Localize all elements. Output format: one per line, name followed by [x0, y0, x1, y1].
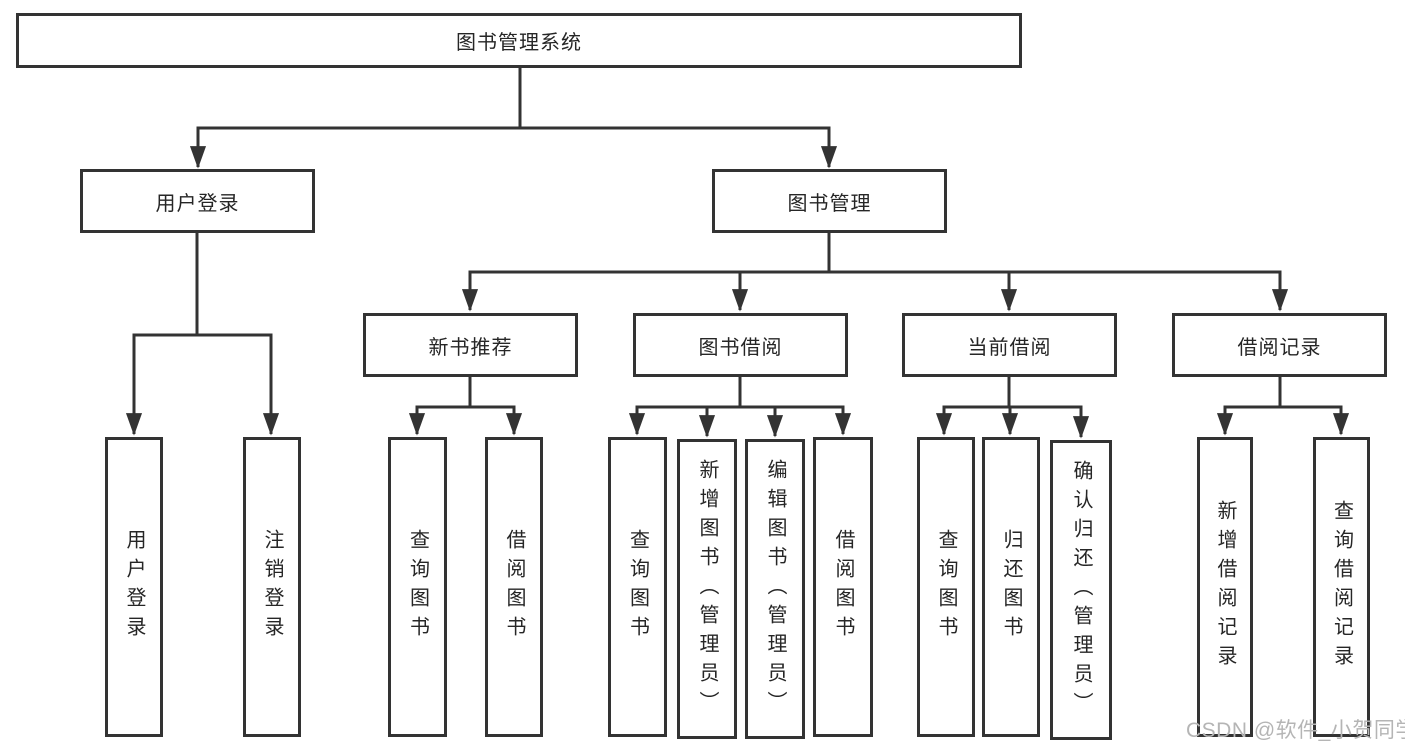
leaf-records-add-borrow-record: 新增借阅记录: [1197, 437, 1253, 737]
node-label: 新增借阅记录: [1214, 500, 1236, 674]
leaf-user-login: 用户登录: [105, 437, 163, 737]
node-label: 图书借阅: [698, 336, 783, 359]
node-label: 查询借阅记录: [1330, 500, 1353, 674]
node-label: 确认归还（管理员）: [1070, 459, 1092, 721]
leaf-borrowing-edit-books-admin: 编辑图书（管理员）: [745, 439, 805, 739]
connector-borrowing-to-leaves: [628, 375, 852, 438]
node-label: 当前借阅: [967, 336, 1052, 359]
csdn-watermark: CSDN @软件_小贺同学: [1186, 719, 1405, 742]
leaf-current-confirm-return-admin: 确认归还（管理员）: [1050, 440, 1112, 740]
leaf-current-query-books: 查询图书: [917, 437, 975, 737]
node-borrowing-records: 借阅记录: [1172, 313, 1387, 377]
leaf-newbooks-query-books: 查询图书: [388, 437, 447, 737]
connector-root-to-level2: [189, 66, 838, 169]
node-label: 用户登录: [123, 529, 145, 645]
connector-userlogin-to-leaves: [125, 231, 280, 436]
node-label: 查询图书: [626, 529, 649, 645]
leaf-current-return-books: 归还图书: [982, 437, 1040, 737]
node-label: 借阅图书: [832, 529, 854, 645]
node-current-borrowing: 当前借阅: [902, 313, 1117, 377]
connector-records-to-leaves: [1216, 375, 1350, 436]
node-label: 查询图书: [935, 529, 957, 645]
node-library-management-system: 图书管理系统: [16, 13, 1022, 68]
node-label: 编辑图书（管理员）: [764, 458, 786, 720]
node-label: 借阅图书: [503, 529, 525, 645]
node-label: 图书管理: [787, 192, 872, 215]
node-label: 用户登录: [155, 192, 240, 215]
node-label: 注销登录: [261, 529, 283, 645]
leaf-borrowing-borrow-books: 借阅图书: [813, 437, 873, 737]
node-label: 新增图书（管理员）: [696, 458, 718, 720]
node-new-book-recommendation: 新书推荐: [363, 313, 578, 377]
node-label: 查询图书: [406, 529, 429, 645]
leaf-records-query-borrow-record: 查询借阅记录: [1313, 437, 1370, 737]
connector-bookmgmt-to-level3: [461, 231, 1289, 312]
node-label: 图书管理系统: [456, 32, 582, 54]
node-book-borrowing: 图书借阅: [633, 313, 848, 377]
node-book-management: 图书管理: [712, 169, 947, 233]
node-label: 借阅记录: [1237, 336, 1322, 359]
connector-current-to-leaves: [935, 375, 1090, 439]
leaf-borrowing-query-books: 查询图书: [608, 437, 667, 737]
node-user-login: 用户登录: [80, 169, 315, 233]
leaf-borrowing-add-books-admin: 新增图书（管理员）: [677, 439, 737, 739]
leaf-newbooks-borrow-books: 借阅图书: [485, 437, 543, 737]
node-label: 归还图书: [1000, 529, 1022, 645]
connector-newbooks-to-leaves: [408, 375, 523, 436]
node-label: 新书推荐: [428, 336, 513, 359]
leaf-logout: 注销登录: [243, 437, 301, 737]
